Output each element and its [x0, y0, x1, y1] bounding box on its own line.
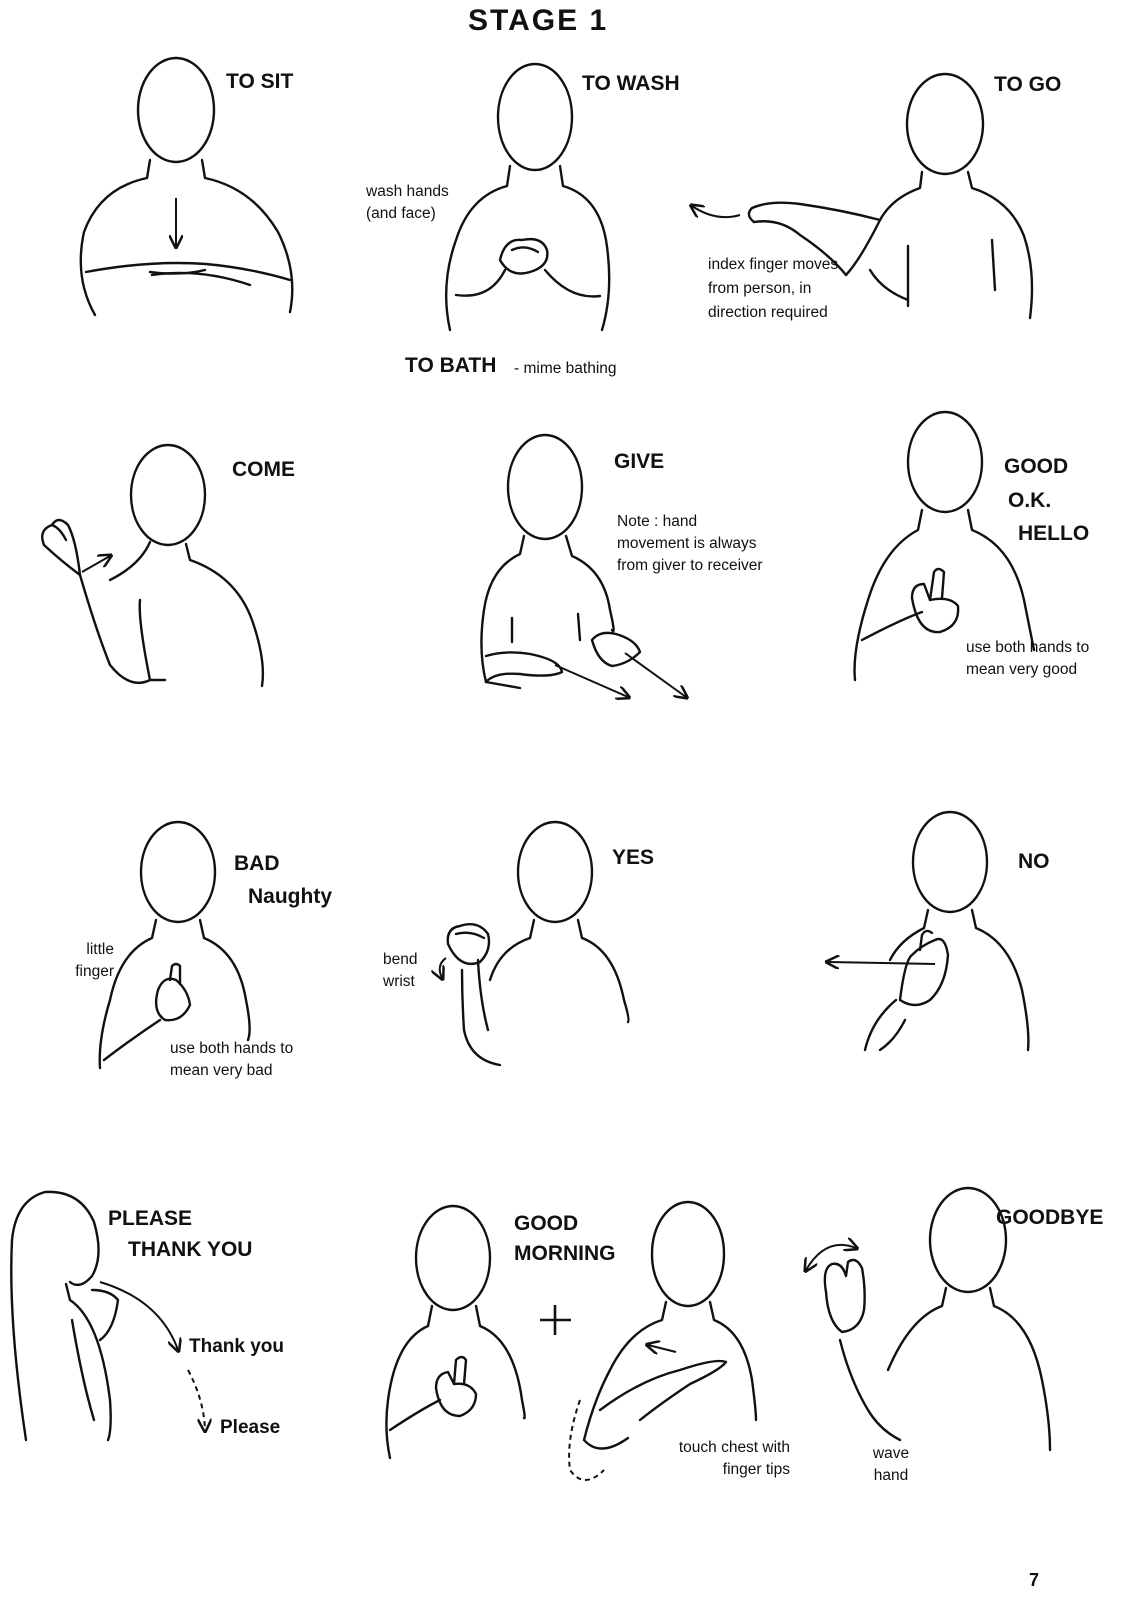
figure-bad: [100, 822, 250, 1068]
note-good-morning: touch chest with finger tips: [650, 1437, 790, 1481]
label-no: NO: [1018, 850, 1050, 874]
figure-please-thank-you: [11, 1192, 118, 1440]
label-yes: YES: [612, 846, 654, 870]
note-bad: use both hands to mean very bad: [170, 1038, 310, 1082]
label-to-wash: TO WASH: [582, 72, 680, 96]
label-good-morning-1: GOOD: [514, 1212, 578, 1236]
label-give: GIVE: [614, 450, 664, 474]
label-good-morning-2: MORNING: [514, 1242, 616, 1266]
label-to-sit: TO SIT: [226, 70, 293, 94]
note-little-finger: little finger: [54, 939, 114, 983]
label-naughty: Naughty: [248, 885, 332, 909]
note-please: Please: [220, 1417, 280, 1439]
label-please: PLEASE: [108, 1207, 192, 1231]
label-good: GOOD: [1004, 455, 1068, 479]
note-goodbye: wave hand: [866, 1443, 916, 1487]
note-to-wash: wash hands (and face): [366, 181, 476, 225]
label-hello: HELLO: [1018, 522, 1089, 546]
figure-yes: [448, 822, 629, 1065]
label-thank-you: THANK YOU: [128, 1238, 252, 1262]
label-ok: O.K.: [1008, 489, 1051, 513]
figure-come: [42, 445, 263, 686]
note-to-go: index finger moves from person, in direc…: [708, 253, 868, 325]
label-goodbye: GOODBYE: [996, 1206, 1103, 1230]
figure-no: [865, 812, 1028, 1050]
note-give: Note : hand movement is always from give…: [617, 511, 765, 577]
note-good: use both hands to mean very good: [966, 637, 1106, 681]
note-yes: bend wrist: [383, 949, 433, 993]
label-to-go: TO GO: [994, 73, 1061, 97]
figure-good-morning: [386, 1202, 756, 1458]
figure-to-sit: [81, 58, 293, 315]
page-title: STAGE 1: [468, 4, 608, 38]
plus-sign: [540, 1305, 571, 1335]
page-number: 7: [1029, 1570, 1039, 1591]
label-come: COME: [232, 458, 295, 482]
label-bad: BAD: [234, 852, 280, 876]
note-to-bath: - mime bathing: [514, 358, 617, 380]
label-to-bath: TO BATH: [405, 354, 496, 378]
note-thank-you: Thank you: [189, 1336, 284, 1358]
